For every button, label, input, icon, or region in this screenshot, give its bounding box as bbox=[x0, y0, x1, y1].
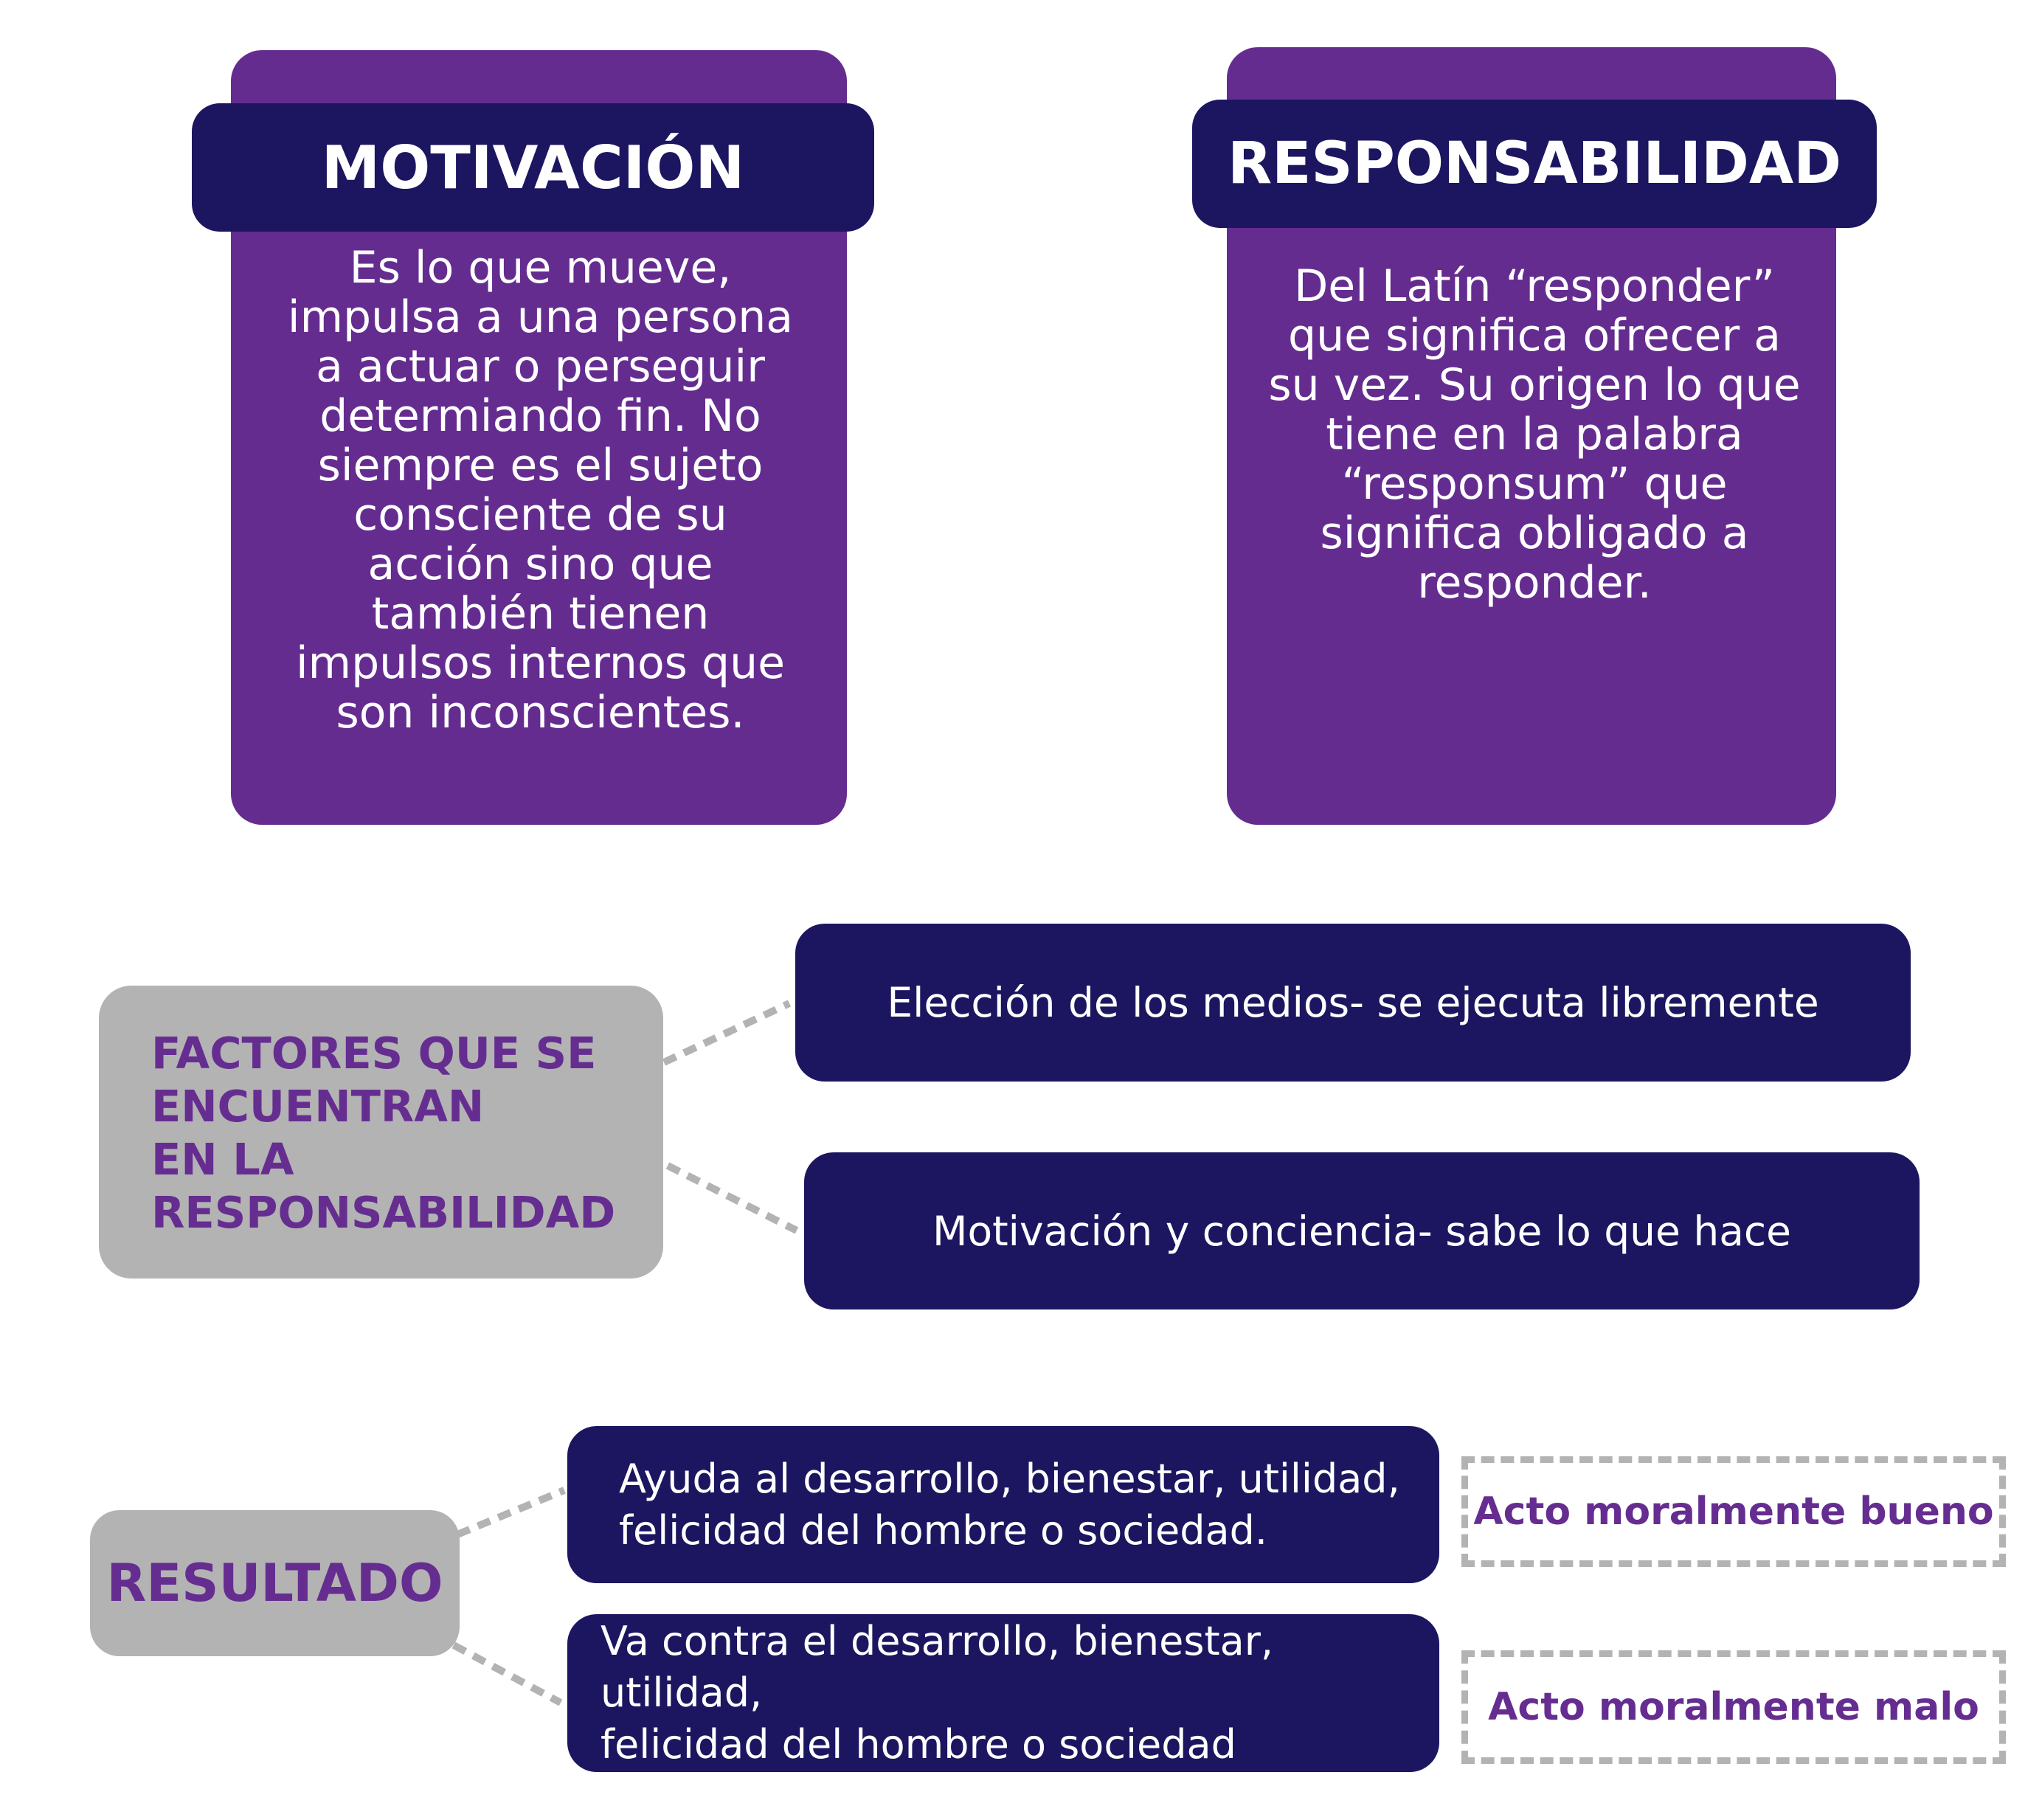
motivacion-body: Es lo que mueve, impulsa a una persona a… bbox=[287, 242, 794, 738]
factor-item-label: Elección de los medios- se ejecuta libre… bbox=[887, 979, 1819, 1026]
responsabilidad-title-bar: RESPONSABILIDAD bbox=[1192, 100, 1877, 228]
connector-factor-2 bbox=[665, 1162, 799, 1234]
outcome-label: Acto moralmente bueno bbox=[1473, 1489, 1994, 1534]
connector-result-2 bbox=[451, 1641, 563, 1706]
outcome-bueno: Acto moralmente bueno bbox=[1461, 1456, 2006, 1567]
connector-result-1 bbox=[456, 1487, 566, 1538]
factores-title: FACTORES QUE SE ENCUENTRAN EN LA RESPONS… bbox=[151, 1028, 616, 1238]
responsabilidad-body: Del Latín “responder” que significa ofre… bbox=[1268, 260, 1801, 609]
resultado-box: RESULTADO bbox=[90, 1510, 460, 1656]
result-item-malo: Va contra el desarrollo, bienestar, util… bbox=[567, 1614, 1439, 1772]
outcome-label: Acto moralmente malo bbox=[1488, 1685, 1979, 1729]
connector-factor-1 bbox=[662, 1000, 792, 1066]
resultado-title: RESULTADO bbox=[106, 1553, 443, 1613]
outcome-malo: Acto moralmente malo bbox=[1461, 1650, 2006, 1764]
motivacion-title-bar: MOTIVACIÓN bbox=[192, 103, 874, 232]
factor-item-motivacion: Motivación y conciencia- sabe lo que hac… bbox=[804, 1152, 1920, 1309]
responsabilidad-title: RESPONSABILIDAD bbox=[1228, 131, 1841, 197]
factor-item-eleccion: Elección de los medios- se ejecuta libre… bbox=[795, 924, 1911, 1082]
factor-item-label: Motivación y conciencia- sabe lo que hac… bbox=[932, 1207, 1791, 1255]
motivacion-title: MOTIVACIÓN bbox=[321, 133, 745, 202]
result-item-text: Ayuda al desarrollo, bienestar, utilidad… bbox=[619, 1455, 1400, 1554]
result-item-bueno: Ayuda al desarrollo, bienestar, utilidad… bbox=[567, 1426, 1439, 1583]
result-item-text: Va contra el desarrollo, bienestar, util… bbox=[601, 1618, 1274, 1768]
factores-box bbox=[99, 986, 663, 1279]
